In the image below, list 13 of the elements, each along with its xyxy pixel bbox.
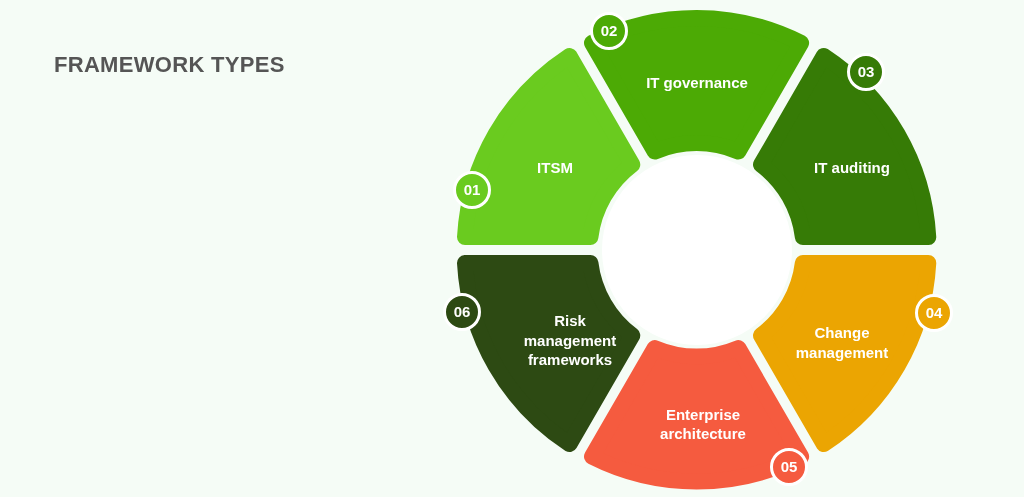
segment-label: Risk management frameworks bbox=[522, 310, 618, 370]
number-badge: 04 bbox=[915, 294, 953, 332]
number-badge: 03 bbox=[847, 53, 885, 91]
segment-label: IT auditing bbox=[813, 158, 891, 178]
number-badge: 06 bbox=[443, 293, 481, 331]
segment-label: IT governance bbox=[645, 73, 749, 93]
segment-label: Change management bbox=[794, 322, 890, 362]
number-badge: 05 bbox=[770, 448, 808, 486]
segment-label: Enterprise architecture bbox=[659, 404, 747, 444]
number-badge: 01 bbox=[453, 171, 491, 209]
number-badge: 02 bbox=[590, 12, 628, 50]
diagram-title: FRAMEWORK TYPES bbox=[54, 52, 285, 78]
segment-label: ITSM bbox=[536, 158, 574, 178]
